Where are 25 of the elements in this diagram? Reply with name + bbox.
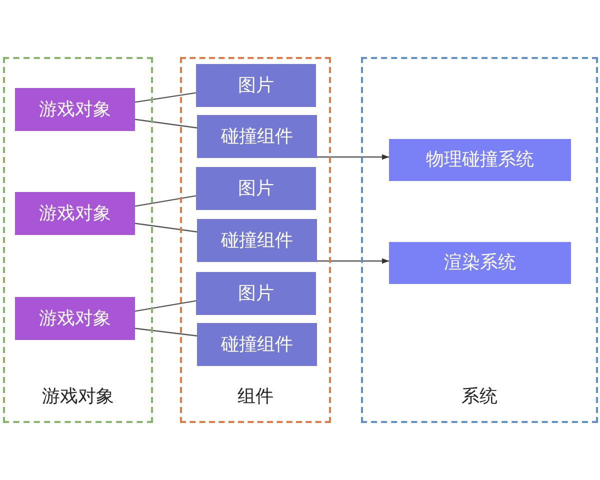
- dashed-frame: [3, 57, 153, 423]
- component-box: 图片: [196, 64, 316, 107]
- arrow: [317, 258, 389, 264]
- arrow: [317, 154, 389, 160]
- connector-line: [134, 222, 198, 232]
- system-box: 物理碰撞系统: [389, 139, 571, 181]
- dashed-frame: [180, 57, 331, 423]
- group-label: 组件: [238, 385, 274, 409]
- component-box: 碰撞组件: [197, 219, 317, 262]
- component-box: 图片: [196, 272, 316, 315]
- connector-line: [134, 300, 196, 312]
- connector-line: [134, 118, 198, 128]
- component-box: 碰撞组件: [197, 323, 317, 366]
- object-box: 游戏对象: [15, 88, 135, 131]
- object-box: 游戏对象: [15, 297, 135, 340]
- group-label: 系统: [462, 385, 498, 409]
- component-box: 碰撞组件: [197, 115, 317, 158]
- connector-line: [134, 92, 196, 103]
- dashed-frame: [361, 57, 598, 423]
- connector-line: [134, 328, 198, 336]
- connector-line: [134, 195, 196, 207]
- system-box: 渲染系统: [389, 242, 571, 284]
- group-label: 游戏对象: [42, 385, 114, 409]
- component-box: 图片: [196, 167, 316, 210]
- object-box: 游戏对象: [15, 192, 135, 235]
